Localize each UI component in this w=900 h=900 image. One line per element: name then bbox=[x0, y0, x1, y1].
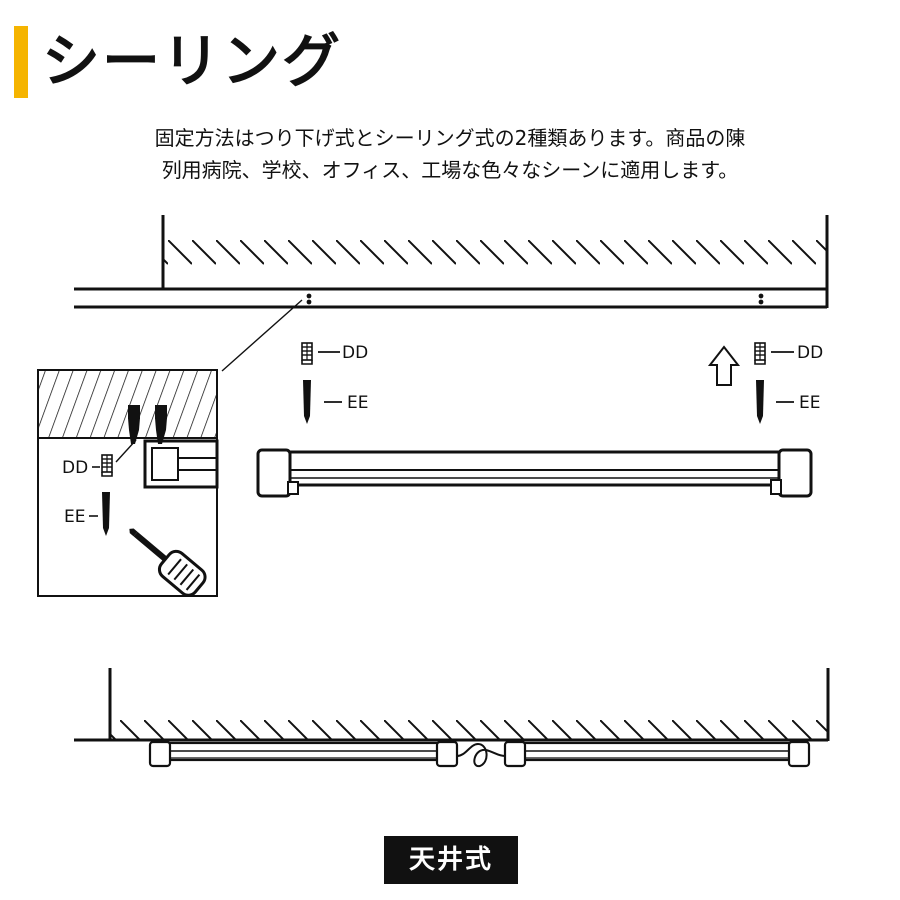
ceiling-bottom bbox=[74, 668, 830, 742]
screw-label: EE bbox=[799, 393, 820, 413]
description-line-2: 列用病院、学校、オフィス、工場な色々なシーンに適用します。 bbox=[161, 158, 739, 182]
page-title: シーリング bbox=[42, 27, 343, 95]
detail-box: DD EE bbox=[37, 369, 219, 597]
up-outline-arrow-icon bbox=[707, 345, 741, 386]
connector-cable bbox=[456, 742, 506, 768]
light-fixture-right bbox=[503, 740, 811, 768]
light-fixture-left bbox=[148, 740, 459, 768]
ceiling-type-badge: 天井式 bbox=[384, 836, 518, 884]
detail-leader-line bbox=[221, 299, 303, 372]
ceiling-top bbox=[74, 215, 829, 309]
screw-icon bbox=[756, 380, 764, 424]
anchor-label: DD bbox=[797, 343, 823, 363]
description: 固定方法はつり下げ式とシーリング式の2種類あります。商品の陳 列用病院、学校、オ… bbox=[0, 122, 900, 186]
wall-anchor-icon bbox=[301, 342, 313, 365]
description-line-1: 固定方法はつり下げ式とシーリング式の2種類あります。商品の陳 bbox=[154, 126, 746, 150]
screw-label: EE bbox=[64, 507, 85, 527]
screwdriver-icon bbox=[129, 528, 207, 597]
light-fixture bbox=[256, 448, 813, 498]
screw-label: EE bbox=[347, 393, 368, 413]
screw-icon bbox=[303, 380, 311, 424]
wall-anchor-icon bbox=[754, 342, 766, 365]
heading-accent-bar bbox=[14, 26, 28, 98]
anchor-label: DD bbox=[342, 343, 368, 363]
screw-icon bbox=[128, 405, 167, 444]
anchor-label: DD bbox=[62, 458, 88, 478]
